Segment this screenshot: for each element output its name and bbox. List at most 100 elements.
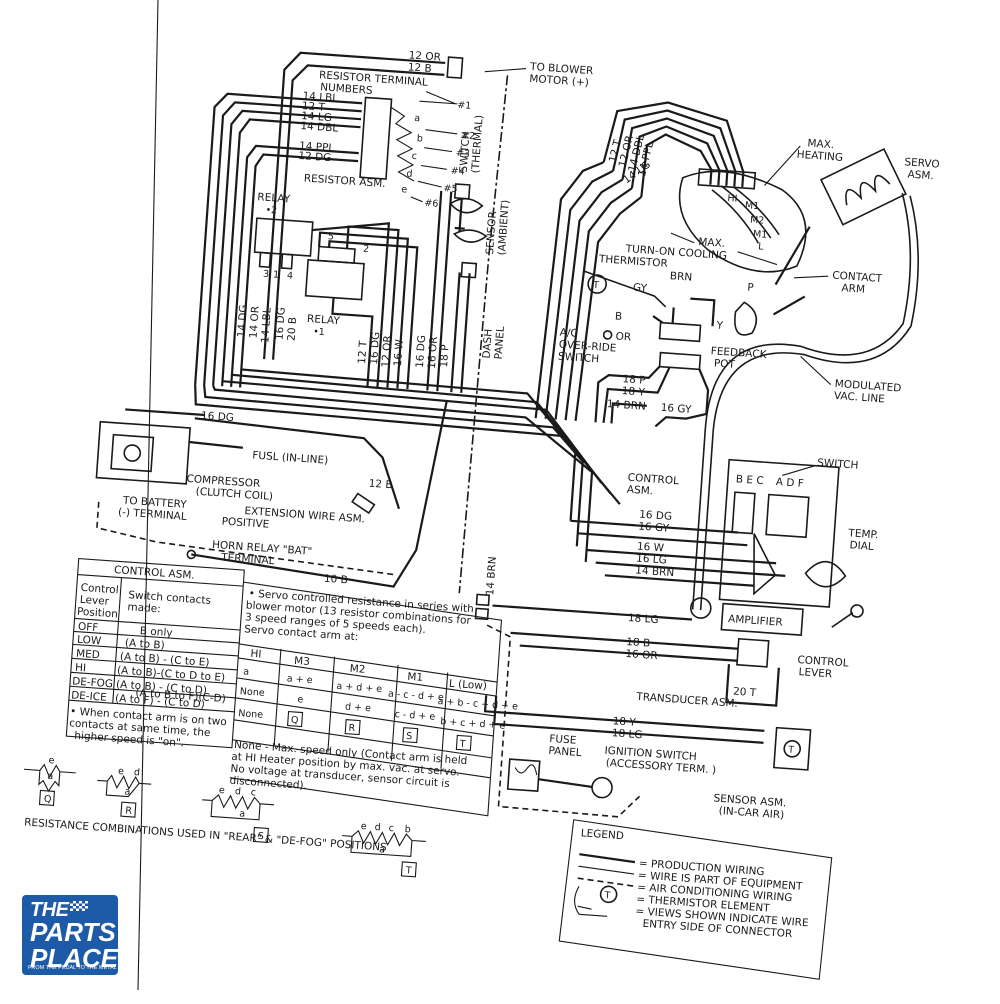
cooling-leaders	[670, 232, 778, 266]
wire-16dg-r: 16 DG	[639, 509, 673, 523]
speed-headers: HI M3 M2 M1 L (Low)	[250, 648, 487, 693]
combo-t-b: b	[404, 824, 411, 835]
compressor	[95, 408, 243, 485]
modulated-label: MODULATED	[834, 378, 901, 395]
speed-h-3: M1	[407, 671, 424, 684]
fuse-panel	[506, 758, 613, 799]
combo-t: T	[404, 865, 412, 876]
temp-label: TEMP.	[847, 527, 879, 541]
res-letter-a: a	[414, 113, 421, 124]
pot-wire-gy	[654, 368, 710, 428]
resistance-combos	[23, 763, 426, 878]
speed-h-2: M2	[349, 663, 366, 676]
servo-label: SERVO	[904, 156, 940, 170]
resistor-wire-5: 12 DG	[298, 150, 332, 164]
legend-t: T	[603, 890, 611, 901]
dash-label: DASH	[481, 329, 495, 359]
combo-r-e: e	[118, 766, 125, 777]
combo-q-a: a	[47, 771, 54, 782]
resistor-asm-label: RESISTOR ASM.	[303, 172, 386, 190]
servo-wire-0: 12 T	[607, 138, 624, 164]
wire-16gy: 16 GY	[660, 402, 692, 416]
wire-p: P	[747, 282, 754, 294]
table-col1-2: Position	[77, 606, 119, 621]
box-s	[402, 727, 419, 744]
combo-q-e: e	[48, 755, 55, 766]
table-col2-1: made:	[127, 601, 161, 615]
control-table	[65, 557, 503, 817]
wire-18lg: 18 LG	[628, 612, 659, 626]
speed-h-4: L (Low)	[448, 678, 487, 693]
switch-right-label: SWITCH	[817, 457, 859, 472]
bn-3: disconnected).	[229, 775, 307, 792]
the-parts-place-logo: THE PARTS PLACE FROM THE PEDAL TO THE ME…	[22, 895, 118, 975]
blower-connector	[446, 56, 464, 79]
relay-label: RELAY	[257, 191, 291, 205]
servo-lo: L	[758, 241, 765, 252]
max-heating-leader	[764, 145, 801, 186]
sensor-t: T	[787, 744, 795, 755]
combo-t-e: e	[360, 821, 367, 832]
resistor-wire-0: 14 LBL	[302, 90, 339, 104]
relay-1	[304, 245, 365, 301]
ac-label: A/C	[559, 327, 578, 340]
dial-label: DIAL	[849, 539, 874, 553]
wire-16dg-path	[194, 417, 401, 510]
term-5: #5	[443, 183, 458, 195]
battery-label2: (-) TERMINAL	[118, 506, 188, 523]
res-letter-c: c	[411, 151, 417, 162]
combo-r-a: a	[124, 786, 131, 797]
wire-18lg-line	[492, 604, 693, 621]
combo-s-e: e	[219, 785, 226, 796]
row-1-contacts: (A to B)	[125, 637, 166, 652]
transducer-wires	[510, 631, 739, 662]
sr-1-1: e	[297, 694, 304, 705]
logo-line-2: PARTS	[30, 917, 116, 947]
table-col1-0: Control	[80, 582, 119, 597]
logo-line-1: THE	[30, 899, 69, 921]
sr-2-1: Q	[291, 715, 299, 726]
resistor-numbers-label: NUMBERS	[320, 81, 373, 97]
fuse-label: FUSE	[549, 733, 577, 747]
table-col1-1: Lever	[79, 594, 110, 608]
thermistor-t: T	[592, 280, 600, 291]
combo-t-d: d	[374, 822, 381, 833]
sr-0-4: a + b - c + d + e	[437, 696, 518, 713]
switch-thermal-label: SWITCH	[458, 131, 473, 173]
wire-16dg3: 16 DG	[414, 335, 428, 369]
combo-q: Q	[43, 794, 51, 805]
wire-y: Y	[715, 319, 724, 332]
sr-0-3: a - c - d + e	[388, 688, 445, 703]
bottom-note: None - Max. speed only (Contact arm is h…	[229, 739, 467, 792]
wire-14lbl: 14 LBL	[259, 307, 273, 344]
relay-vertical-labels: 14 DG 14 OR 14 LBL 16 DG 20 B 12 T 16 DG…	[236, 304, 452, 369]
wire-label-12or: 12 OR	[408, 49, 441, 63]
pot-wire-p	[594, 365, 661, 423]
relay-1-mark: •1	[313, 326, 325, 338]
switch-leader	[782, 465, 816, 476]
logo-line-3: PLACE	[30, 943, 119, 973]
term-2: #2	[461, 130, 476, 142]
wire-brn: BRN	[669, 270, 692, 284]
center-wires	[426, 190, 471, 393]
res-letter-b: b	[416, 133, 423, 144]
term-6: #6	[424, 198, 439, 210]
fuse-panel-label: PANEL	[548, 745, 582, 759]
compressor-label: COMPRESSOR	[186, 473, 260, 490]
override-switch-label: SWITCH	[558, 351, 600, 366]
wire-14or: 14 OR	[248, 306, 262, 339]
switch-bec: B E C	[735, 473, 764, 487]
max-cooling-label: MAX.	[698, 236, 726, 250]
combo-s-c: c	[250, 787, 256, 798]
servo-m1b: M1	[753, 229, 768, 241]
wire-label-12b: 12 B	[407, 61, 432, 75]
feedback-pot	[652, 295, 806, 371]
legend-box	[558, 819, 833, 980]
relay-wire-e	[331, 297, 374, 387]
servo-hi: HI	[727, 193, 738, 205]
control-wires	[570, 519, 786, 587]
pot-label: POT	[713, 357, 735, 370]
vac-line-label: VAC. LINE	[834, 390, 886, 406]
ignition-label2: (ACCESSORY TERM. )	[605, 757, 716, 777]
